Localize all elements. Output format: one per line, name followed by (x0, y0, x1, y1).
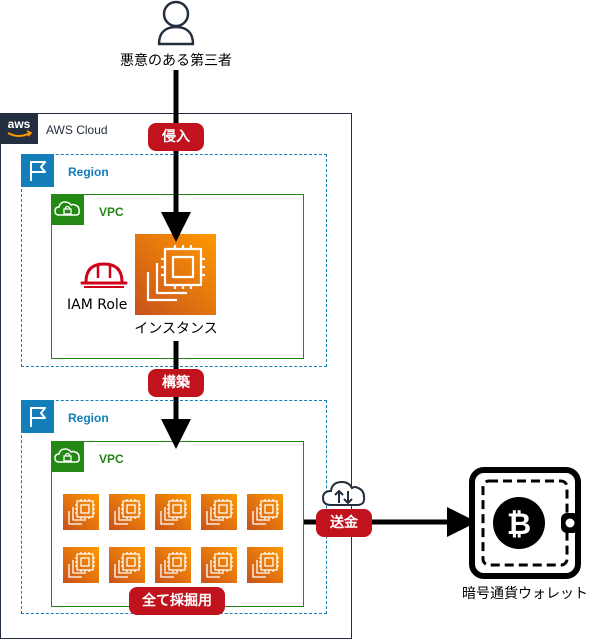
vpc-cloud-lock-icon (51, 441, 84, 472)
badge-intrude: 侵入 (148, 123, 204, 151)
iam-role-hat-icon (80, 258, 128, 292)
vpc-cloud-lock-icon (51, 194, 84, 225)
badge-mine-all: 全て採掘用 (129, 587, 225, 615)
aws-logo-icon: aws (0, 113, 38, 144)
cloud-upload-download-icon (321, 477, 367, 511)
region-label-top: Region (68, 165, 109, 179)
aws-cloud-label: AWS Cloud (46, 123, 108, 137)
ec2-instance-icon (155, 494, 191, 530)
ec2-instance-icon (155, 547, 191, 583)
ec2-instance-icon (247, 494, 283, 530)
vpc-label-bottom: VPC (99, 452, 124, 466)
badge-send: 送金 (316, 509, 372, 537)
crypto-wallet-icon: ₿ (469, 467, 581, 579)
ec2-instance-icon (63, 494, 99, 530)
region-flag-icon (21, 400, 54, 433)
attacker-label: 悪意のある第三者 (120, 53, 232, 69)
ec2-instance-icon (201, 547, 237, 583)
region-flag-icon (21, 154, 54, 187)
ec2-instance-icon (201, 494, 237, 530)
region-label-bottom: Region (68, 411, 109, 425)
ec2-instance-icon (109, 547, 145, 583)
ec2-instance-icon (63, 547, 99, 583)
vpc-label-top: VPC (99, 205, 124, 219)
bitcoin-icon: ₿ (493, 497, 545, 549)
wallet-label: 暗号通貨ウォレット (462, 586, 588, 602)
iam-role-label: IAM Role (67, 297, 128, 313)
aws-logo-text: aws (8, 117, 31, 131)
svg-text:₿: ₿ (507, 507, 531, 542)
user-icon (157, 0, 195, 46)
ec2-instance-icon (247, 547, 283, 583)
ec2-instance-icon (135, 234, 216, 315)
instance-label: インスタンス (134, 321, 218, 337)
badge-build: 構築 (148, 369, 204, 397)
ec2-instance-icon (109, 494, 145, 530)
